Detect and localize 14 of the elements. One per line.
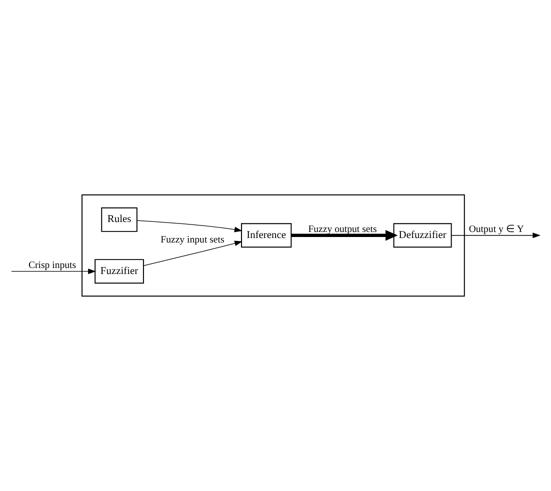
arrow [136, 220, 242, 232]
cluster [82, 194, 465, 297]
arrow [143, 240, 242, 266]
node-box: Defuzzifier [393, 223, 452, 248]
edge-label: Output y ∈ Y [468, 224, 524, 236]
edge-label: Fuzzy output sets [308, 224, 377, 236]
node-box: Rules [101, 207, 138, 232]
edge-label: Fuzzy input sets [160, 234, 224, 246]
arrow [291, 230, 398, 241]
arrow [451, 232, 541, 238]
node-box: Inference [241, 223, 292, 248]
edge-label: Crisp inputs [28, 260, 76, 272]
node-box: Fuzzifier [94, 259, 144, 284]
arrow [11, 268, 96, 274]
